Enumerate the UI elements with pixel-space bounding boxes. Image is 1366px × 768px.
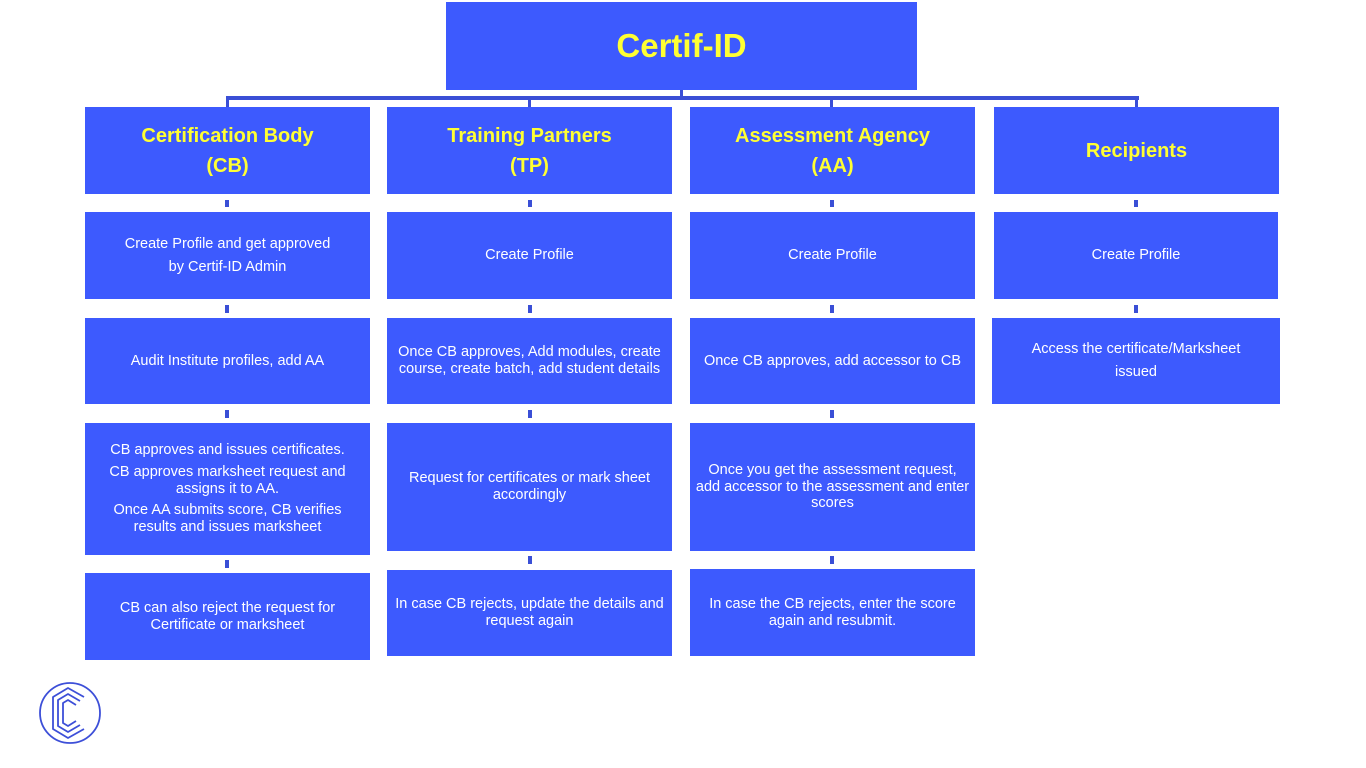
step-text: In case CB rejects, update the details a… [395, 596, 664, 613]
step-text: Once you get the assessment request, [708, 461, 957, 478]
column-header-certification-body: Certification Body (CB) [85, 107, 370, 194]
step-text: In case the CB rejects, enter the score [709, 595, 956, 612]
step-box: Create Profile [690, 212, 975, 299]
step-box: Request for certificates or mark sheet a… [387, 423, 672, 551]
step-box: Access the certificate/Marksheet issued [992, 318, 1280, 404]
header-bar-connector [226, 96, 1139, 100]
step-text: Create Profile and get approved [124, 235, 331, 252]
step-box: Once you get the assessment request, add… [690, 423, 975, 551]
step-connector [528, 410, 532, 418]
step-text: Request for certificates or mark sheet [409, 470, 650, 487]
step-connector [830, 200, 834, 207]
step-text: CB approves marksheet request and [109, 463, 346, 480]
header-line: (TP) [510, 154, 549, 177]
step-connector [830, 305, 834, 313]
step-box: CB can also reject the request for Certi… [85, 573, 370, 660]
step-box: CB approves and issues certificates. CB … [85, 423, 370, 555]
header-line: Assessment Agency [735, 124, 930, 147]
step-text: Certificate or marksheet [150, 616, 305, 633]
step-box: Create Profile [994, 212, 1278, 299]
step-text: Create Profile [485, 247, 574, 264]
step-box: Create Profile and get approved by Certi… [85, 212, 370, 299]
header-line: Certification Body [141, 124, 314, 147]
step-connector [528, 556, 532, 564]
step-text: scores [811, 495, 854, 512]
step-connector [225, 200, 229, 207]
step-text: Create Profile [1091, 247, 1181, 264]
drop-connector-cb [226, 96, 229, 107]
step-paragraph: CB approves marksheet request and assign… [109, 464, 345, 497]
column-header-training-partners: Training Partners (TP) [387, 107, 672, 194]
step-box: Create Profile [387, 212, 672, 299]
step-text: accordingly [492, 487, 567, 503]
drop-connector-aa [830, 96, 833, 107]
step-box: In case the CB rejects, enter the score … [690, 569, 975, 656]
step-text: CB can also reject the request for [119, 599, 336, 616]
step-text: request again [485, 613, 574, 629]
step-text: again and resubmit. [768, 612, 897, 629]
step-connector [830, 556, 834, 564]
step-text: assigns it to AA. [175, 480, 280, 497]
step-text: course, create batch, add student detail… [398, 361, 661, 377]
step-connector [528, 200, 532, 207]
step-text: by Certif-ID Admin [168, 258, 287, 275]
root-node: Certif-ID [446, 2, 917, 90]
step-box: Once CB approves, add accessor to CB [690, 318, 975, 404]
step-connector [225, 305, 229, 313]
step-connector [1134, 305, 1138, 313]
column-header-assessment-agency: Assessment Agency (AA) [690, 107, 975, 194]
step-connector [225, 410, 229, 418]
drop-connector-tp [528, 96, 531, 107]
step-box: In case CB rejects, update the details a… [387, 570, 672, 656]
step-connector [528, 305, 532, 313]
step-text: Once CB approves, Add modules, create [398, 344, 661, 361]
step-connector [830, 410, 834, 418]
drop-connector-recipients [1135, 96, 1138, 107]
step-paragraph: Once AA submits score, CB verifies resul… [113, 502, 341, 535]
step-text: Once AA submits score, CB verifies [113, 502, 342, 519]
step-box: Audit Institute profiles, add AA [85, 318, 370, 404]
step-text: CB approves and issues certificates. [110, 442, 345, 459]
root-title: Certif-ID [616, 27, 747, 65]
header-line: Training Partners [447, 124, 612, 147]
step-paragraph: CB approves and issues certificates. [110, 442, 345, 459]
step-text: Access the certificate/Marksheet [1031, 341, 1241, 358]
step-text: Once CB approves, add accessor to CB [703, 352, 962, 369]
root-connector [680, 90, 683, 100]
header-line: (CB) [206, 154, 249, 177]
step-connector [1134, 200, 1138, 207]
step-text: Audit Institute profiles, add AA [130, 352, 325, 369]
header-line: Recipients [1085, 139, 1188, 162]
step-text: results and issues marksheet [133, 519, 322, 535]
step-text: issued [1115, 364, 1157, 380]
column-header-recipients: Recipients [994, 107, 1279, 194]
step-box: Once CB approves, Add modules, create co… [387, 318, 672, 404]
header-line: (AA) [811, 154, 854, 177]
certif-id-logo-icon [39, 682, 101, 744]
step-text: Create Profile [788, 247, 877, 264]
step-connector [225, 560, 229, 568]
step-text: add accessor to the assessment and enter [695, 478, 970, 495]
